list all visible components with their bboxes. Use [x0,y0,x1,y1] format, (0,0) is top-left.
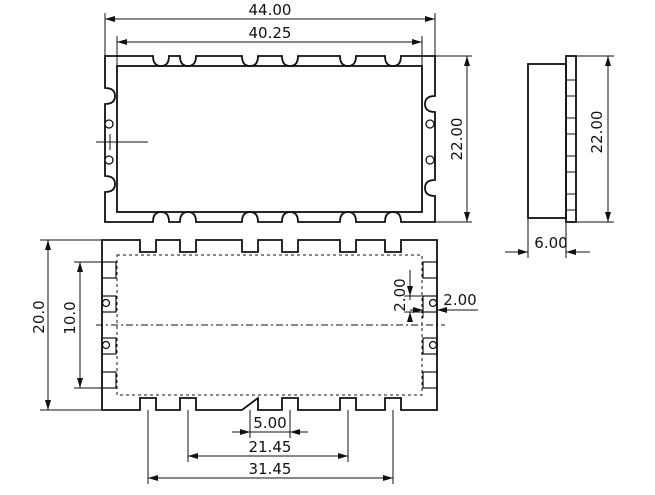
arrow [240,429,250,435]
arrow [464,212,470,222]
top-view: 44.00 40.25 22.00 [96,1,472,223]
side-view: 22.00 6.00 [505,55,614,258]
dim-label-pad-size: 2.00 [443,291,476,309]
dim-label-overall-width: 44.00 [249,1,292,19]
arrow [77,262,83,272]
dim-label-top-height: 22.00 [448,118,466,161]
side-view-body [527,63,567,219]
arrow [605,212,611,222]
arrow [338,453,348,459]
bottom-right-pads [422,261,438,389]
dim-label-thickness: 6.00 [534,234,567,252]
top-hole-left-upper [104,119,114,129]
dim-label-bottom-height: 20.0 [30,300,48,333]
dim-label-inner-width: 40.25 [249,24,292,42]
bottom-view: 20.0 10.0 2.00 2.00 5.00 [30,239,478,484]
arrow [566,249,576,255]
arrow [518,249,528,255]
arrow [413,307,423,313]
arrow [383,475,393,481]
arrow [45,400,51,410]
arrow [77,378,83,388]
top-hole-left-lower [104,155,114,165]
arrow [105,16,115,22]
top-hole-right-upper [425,119,435,129]
dim-label-half-height: 10.0 [61,301,79,334]
dim-label-pad-width: 5.00 [253,414,286,432]
arrow [412,39,422,45]
top-hole-right-lower [425,155,435,165]
dim-label-outer-span: 31.45 [249,460,292,478]
top-view-outline [104,55,436,223]
side-view-pin-marks [566,79,576,211]
arrow [464,56,470,66]
arrow [290,429,300,435]
arrow [407,312,413,322]
arrow [45,240,51,250]
top-view-lid [116,65,423,213]
dim-label-pad-pitch: 2.00 [391,278,409,311]
arrow [148,475,158,481]
arrow [437,307,447,313]
bottom-left-pads [101,261,117,389]
side-view-pins [565,55,577,223]
arrow [117,39,127,45]
arrow [605,56,611,66]
arrow [425,16,435,22]
dim-label-inner-span: 21.45 [249,438,292,456]
arrow [407,286,413,296]
arrow [188,453,198,459]
dim-label-side-height: 22.00 [588,111,606,154]
